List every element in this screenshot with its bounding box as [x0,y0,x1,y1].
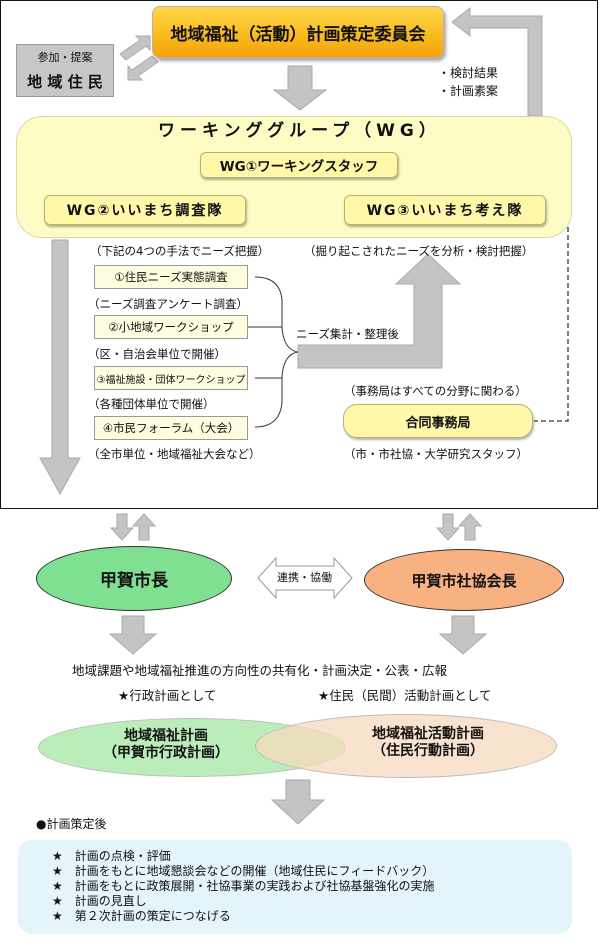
activity-plan-line2: （住民行動計画） [372,743,484,759]
method-box-1: ①住民ニーズ実態調査 [94,265,248,289]
review-line1: ・検討結果 [438,66,499,80]
after-heading: ●計画策定後 [36,817,107,831]
arrow-mayor-to-frame [131,513,157,541]
resident-top-label: 参加・提案 [37,51,93,64]
methods-analysis: （掘り起こされたニーズを分析・検討把握） [304,244,534,258]
after-item-4: ★ 計画の見直し [52,894,147,908]
committee-title: 地域福祉（活動）計画策定委員会 [170,24,426,45]
method-box-4: ④市民フォーラム（大会） [94,416,248,440]
method-box-3: ③福祉施設・団体ワークショップ [94,366,248,390]
methods-bracket [254,276,299,428]
admin-plan-line2: （甲賀市行政計画） [103,745,229,761]
decision-resident-note: ★住民（民間）活動計画として [318,688,492,703]
arrow-resident-to-committee [119,35,151,61]
methods-aggregate-label: ニーズ集計・整理後 [296,327,399,341]
arrow-frame-to-council [435,513,461,541]
wg-thinking-team-label: WG③いいまち考え隊 [366,203,524,219]
arrow-mayor-down [108,615,158,655]
method-note-1: （ニーズ調査アンケート調査） [88,297,248,311]
office-box: 合同事務局 [343,404,533,438]
arrow-left-long-down [39,239,81,496]
resident-name: 地 域 住 民 [27,73,103,91]
office-members: （市・市社協・大学研究スタッフ） [344,447,528,461]
admin-plan-text: 地域福祉計画 （甲賀市行政計画） [76,728,256,762]
mayor-ellipse: 甲賀市長 [36,546,232,611]
methods-intro: （下記の4つの手法でニーズ把握） [90,244,270,258]
council-label: 甲賀市社協会長 [411,571,517,590]
decision-summary: 地域課題や地域福祉推進の方向性の共有化・計画決定・公表・広報 [72,663,448,678]
activity-plan-ellipse [255,714,557,778]
decision-admin-note: ★行政計画として [118,688,217,703]
arrow-council-to-frame [457,513,483,541]
resident-box: 参加・提案 地 域 住 民 [16,44,114,97]
wg-staff-label: WG①ワーキングスタッフ [219,159,379,175]
arrow-plans-down [270,779,326,825]
wg-survey-team-box: WG②いいまち調査隊 [44,195,246,225]
arrow-council-down [438,615,488,655]
method-note-3: （各種団体単位で開催） [88,397,215,411]
arrow-needs-to-wg3 [297,253,462,369]
method-label-1: ①住民ニーズ実態調査 [114,270,228,284]
wg-title: ワーキンググループ（WG） [158,121,441,141]
wg-survey-team-label: WG②いいまち調査隊 [66,203,224,219]
mayor-label: 甲賀市長 [100,571,168,591]
after-item-1: ★ 計画の点検・評価 [52,849,171,863]
link-double-arrow [257,556,353,600]
method-label-2: ②小地域ワークショップ [108,320,234,334]
method-label-3: ③福祉施設・団体ワークショップ [96,374,246,386]
arrow-wg-to-committee [451,6,543,117]
review-line2: ・計画素案 [438,84,499,98]
wg-staff-box: WG①ワーキングスタッフ [200,152,398,178]
committee-box: 地域福祉（活動）計画策定委員会 [152,6,444,58]
admin-plan-line1: 地域福祉計画 [124,728,208,744]
after-panel [18,840,572,934]
council-ellipse: 甲賀市社協会長 [364,549,564,611]
office-note-top: （事務局はすべての分野に関わる） [344,384,527,398]
method-note-4: （全市単位・地域福祉大会など） [88,447,261,461]
wg-thinking-team-box: WG③いいまち考え隊 [344,195,546,225]
after-item-5: ★ 第２次計画の策定につなげる [52,909,231,923]
activity-plan-text: 地域福祉活動計画 （住民行動計画） [328,726,528,760]
arrow-committee-to-wg [272,65,328,111]
method-note-2: （区・自治会単位で開催） [88,347,226,361]
arrow-frame-to-mayor [109,513,135,541]
method-label-4: ④市民フォーラム（大会） [102,421,240,435]
link-label: 連携・協働 [277,571,332,584]
after-item-3: ★ 計画をもとに政策展開・社協事業の実践および社協基盤強化の実施 [52,879,435,893]
arrow-committee-to-resident [127,55,159,81]
method-box-2: ②小地域ワークショップ [94,315,248,339]
activity-plan-line1: 地域福祉活動計画 [372,726,484,742]
office-name: 合同事務局 [405,415,471,431]
after-item-2: ★ 計画をもとに地域懇談会などの開催（地域住民にフィードバック） [52,864,435,878]
